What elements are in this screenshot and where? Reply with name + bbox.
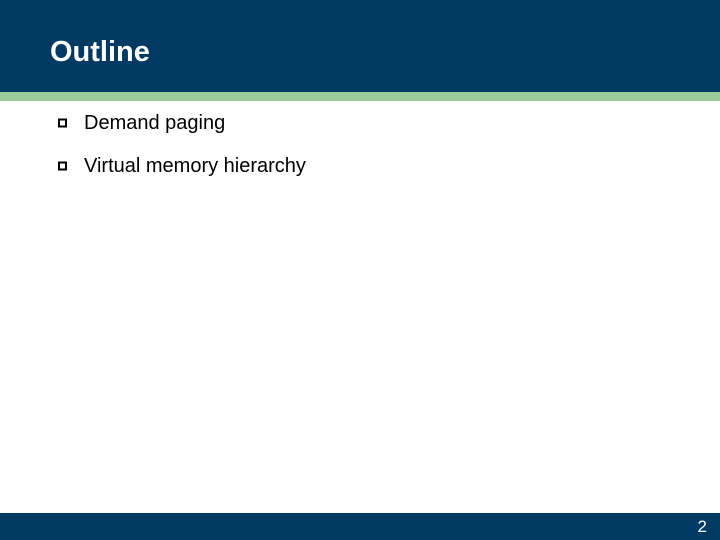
page-title: Outline: [50, 36, 150, 68]
list-item-label: Demand paging: [84, 111, 226, 134]
slide-body: Demand paging Virtual memory hierarchy: [0, 101, 720, 513]
list-item: Demand paging: [0, 101, 720, 144]
slide-footer-band: 2: [0, 513, 720, 540]
list-item: Virtual memory hierarchy: [0, 144, 720, 187]
hollow-square-bullet-icon: [58, 118, 67, 127]
header-accent-rule: [0, 92, 720, 101]
page-number: 2: [697, 517, 707, 536]
outline-bullet-list: Demand paging Virtual memory hierarchy: [0, 101, 720, 187]
slide-header-band: Outline: [0, 0, 720, 92]
hollow-square-bullet-icon: [58, 161, 67, 170]
list-item-label: Virtual memory hierarchy: [84, 154, 306, 177]
